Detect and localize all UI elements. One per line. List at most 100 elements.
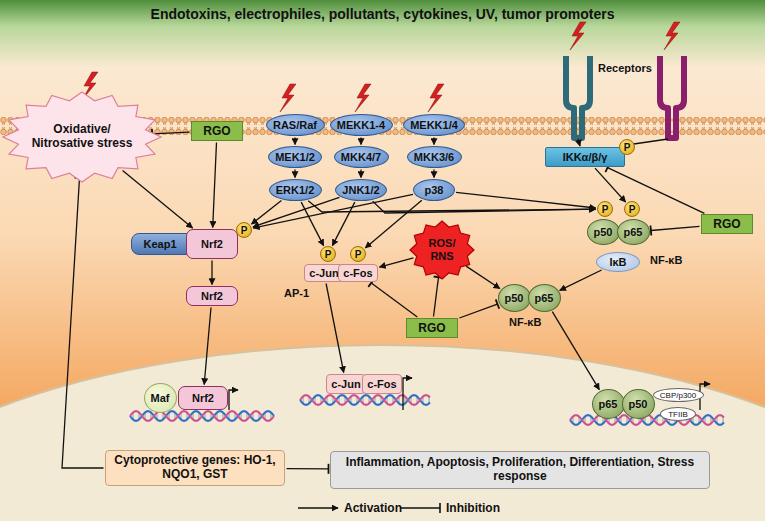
connector-line	[433, 170, 434, 178]
subunit-oval: p65	[592, 389, 625, 419]
phospho-circle: P	[236, 222, 252, 238]
activation-connector	[204, 308, 211, 385]
node-text: Inflammation, Apoptosis, Proliferation, …	[338, 456, 702, 484]
activation-connector	[456, 192, 596, 208]
dna-strand	[130, 411, 274, 421]
dna-strand	[130, 411, 274, 421]
connector-line	[213, 143, 217, 228]
phospho-circle: P	[597, 201, 613, 217]
node-text: Nrf2	[201, 290, 223, 302]
inhibition-bar	[650, 226, 653, 236]
node-text: p50	[629, 398, 648, 410]
rgo-box: RGO	[406, 318, 458, 338]
kinase-oval: MEKK1-4	[330, 114, 393, 136]
burst-shape	[3, 92, 161, 182]
activation-connector	[552, 312, 599, 390]
subunit-oval: p50	[587, 219, 620, 245]
complex-label: AP-1	[284, 287, 309, 299]
dna-strand	[300, 395, 430, 405]
receptor	[566, 56, 684, 138]
activation-connector	[123, 170, 193, 228]
kinase-oval: MKK3/6	[407, 146, 462, 168]
node-text: RAS/Raf	[273, 119, 317, 131]
activation-connector	[560, 270, 602, 290]
kinase-oval: ERK1/2	[269, 179, 322, 201]
node-text: Cytoprotective genes: HO-1, NQO1, GST	[113, 454, 277, 482]
node-text: P	[355, 249, 362, 260]
node-text: MKK4/7	[341, 151, 381, 163]
activation-connector	[466, 266, 500, 288]
ikk-box: IKKα/β/γ	[545, 147, 625, 167]
connector-line	[466, 266, 500, 288]
node-text: p65	[535, 292, 554, 304]
connector-line	[459, 304, 497, 318]
connector-line	[360, 138, 361, 145]
activation-connector	[301, 202, 323, 246]
burst-shape	[410, 221, 474, 279]
activation-connector	[434, 170, 435, 178]
inhibition-connector	[651, 226, 700, 236]
outcome-box: Inflammation, Apoptosis, Proliferation, …	[330, 451, 710, 489]
maf-circle: Maf	[144, 383, 177, 413]
ap1-box: c-Fos	[338, 264, 378, 282]
inhibition-connector	[368, 279, 417, 317]
node-text: ROS/ RNS	[424, 237, 460, 262]
connector-line	[456, 192, 596, 208]
activation-connector	[295, 170, 296, 178]
subunit-oval: p65	[528, 284, 561, 312]
ap1-box: c-Fos	[362, 374, 402, 394]
node-text: Nrf2	[192, 392, 214, 404]
ros-burst: ROS/ RNS	[409, 220, 475, 280]
legend-inhibition-sample	[400, 507, 440, 508]
activation-connector	[212, 261, 213, 285]
node-text: RGO	[418, 321, 445, 335]
inhibition-connector	[605, 163, 704, 213]
node-text: P	[602, 204, 609, 215]
nucleus	[0, 345, 765, 521]
connector-line	[379, 258, 413, 267]
node-text: MKK3/6	[414, 151, 454, 163]
activation-connector	[252, 201, 282, 225]
activation-connector	[379, 258, 413, 267]
node-text: c-Fos	[343, 267, 372, 279]
connector-line	[332, 202, 354, 246]
activation-connector	[326, 284, 344, 373]
node-text: Oxidative/ Nitrosative stress	[26, 123, 138, 151]
phospho-circle: P	[320, 246, 336, 262]
phospho-circle: P	[350, 246, 366, 262]
legend-activation-sample	[298, 507, 338, 508]
activation-connector	[434, 138, 435, 145]
activation-connector	[213, 143, 217, 228]
node-text: P	[325, 249, 332, 260]
activation-connector	[595, 168, 626, 202]
connector-line	[301, 202, 323, 246]
cofactor-oval: CBP/p300	[653, 388, 704, 402]
connector-line	[123, 170, 193, 228]
kinase-oval: MEKK1/4	[403, 114, 465, 136]
activation-connector	[365, 200, 422, 248]
connector-line	[252, 201, 282, 225]
node-text: MEK1/2	[275, 151, 315, 163]
nrf2-box: Nrf2	[186, 229, 238, 259]
node-text: ERK1/2	[276, 184, 315, 196]
connector-line	[294, 170, 295, 178]
phospho-circle: P	[624, 201, 640, 217]
rgo-box: RGO	[191, 121, 243, 141]
legend-inhibition-bar	[439, 503, 441, 513]
inhibition-connector	[459, 299, 499, 318]
node-text: Maf	[151, 392, 170, 404]
ap1-box: c-Jun	[326, 374, 366, 394]
node-text: c-Jun	[309, 267, 338, 279]
node-text: c-Jun	[331, 378, 360, 390]
activation-connector	[332, 202, 354, 246]
node-text: TFIIB	[668, 410, 688, 419]
connector-line	[287, 468, 329, 469]
node-text: Nrf2	[201, 238, 223, 250]
cofactor-oval: TFIIB	[660, 407, 696, 421]
node-text: P	[624, 142, 631, 153]
subunit-oval: p50	[622, 389, 655, 419]
inhibition-connector	[434, 277, 444, 317]
legend-text: Activation	[344, 501, 402, 515]
node-text: p65	[624, 226, 643, 238]
activation-connector	[361, 170, 362, 178]
